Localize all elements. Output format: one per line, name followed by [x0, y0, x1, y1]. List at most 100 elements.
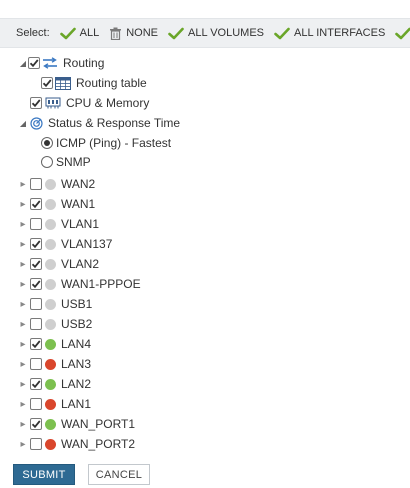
checkmark-icon — [31, 200, 41, 209]
interface-name: USB2 — [61, 317, 93, 331]
cpu-memory-label: CPU & Memory — [66, 96, 150, 110]
interface-row: ▸ VLAN137 — [0, 234, 410, 254]
collapsed-triangle-icon[interactable]: ▸ — [20, 418, 26, 430]
status-dot-icon — [45, 218, 56, 230]
interface-name: VLAN1 — [61, 217, 100, 231]
interface-checkbox[interactable] — [30, 238, 42, 250]
collapsed-triangle-icon[interactable]: ▸ — [20, 298, 26, 310]
checkmark-icon — [31, 420, 41, 429]
snmp-radio[interactable] — [41, 155, 53, 168]
status-dot-icon — [45, 338, 56, 350]
cpu-icon — [45, 97, 61, 109]
interface-name: VLAN2 — [61, 257, 100, 271]
cancel-button[interactable]: CANCEL — [88, 464, 150, 485]
collapsed-triangle-icon[interactable]: ▸ — [20, 238, 26, 250]
status-dot-icon — [45, 258, 56, 270]
collapsed-triangle-icon[interactable]: ▸ — [20, 398, 26, 410]
interface-row: ▸ USB2 — [0, 314, 410, 334]
interface-name: WAN_PORT2 — [61, 437, 136, 451]
checkmark-icon — [29, 59, 39, 68]
interface-checkbox[interactable] — [30, 418, 42, 430]
interface-checkbox[interactable] — [30, 358, 42, 370]
interface-row: ▸ LAN4 — [0, 334, 410, 354]
status-dot-icon — [45, 438, 56, 450]
interface-name: USB1 — [61, 297, 93, 311]
interface-checkbox[interactable] — [30, 318, 42, 330]
status-dot-icon — [45, 358, 56, 370]
interface-row: ▸ VLAN1 — [0, 214, 410, 234]
interface-name: LAN4 — [61, 337, 92, 351]
submit-button[interactable]: SUBMIT — [13, 464, 75, 485]
interface-name: LAN1 — [61, 397, 92, 411]
check-icon — [274, 27, 290, 39]
collapsed-triangle-icon[interactable]: ▸ — [20, 318, 26, 330]
checkmark-icon — [31, 340, 41, 349]
interface-list: ▸ WAN2 ▸ WAN1 ▸ VLAN1 ▸ VLAN137 ▸ VLAN2 ▸ WAN1-PPPO… — [0, 174, 410, 454]
select-none-label: NONE — [126, 27, 158, 39]
select-all-button[interactable]: ALL — [59, 27, 100, 40]
interface-name: WAN1-PPPOE — [61, 277, 141, 291]
select-all-volumes-button[interactable]: ALL VOLUMES — [168, 27, 264, 40]
interface-checkbox[interactable] — [30, 258, 42, 270]
expanded-triangle-icon[interactable]: ◢ — [19, 58, 27, 68]
collapsed-triangle-icon[interactable]: ▸ — [20, 198, 26, 210]
interface-checkbox[interactable] — [30, 218, 42, 230]
overflow-check-icon-item[interactable] — [395, 27, 410, 40]
status-dot-icon — [45, 178, 56, 190]
check-icon — [395, 27, 410, 39]
routing-checkbox[interactable] — [28, 57, 40, 69]
collapsed-triangle-icon[interactable]: ▸ — [20, 358, 26, 370]
interface-row: ▸ VLAN2 — [0, 254, 410, 274]
collapsed-triangle-icon[interactable]: ▸ — [20, 378, 26, 390]
select-all-interfaces-button[interactable]: ALL INTERFACES — [274, 27, 385, 40]
routing-table-label: Routing table — [76, 76, 147, 90]
tree-node-cpu-memory: CPU & Memory — [0, 93, 410, 113]
select-none-button[interactable]: NONE — [109, 27, 158, 40]
snmp-label: SNMP — [56, 154, 91, 169]
select-all-label: ALL — [79, 27, 100, 39]
icmp-label: ICMP (Ping) - Fastest — [56, 135, 172, 150]
checkmark-icon — [31, 260, 41, 269]
icmp-radio[interactable] — [41, 136, 53, 149]
checkmark-icon — [31, 280, 41, 289]
collapsed-triangle-icon[interactable]: ▸ — [20, 278, 26, 290]
expanded-triangle-icon[interactable]: ◢ — [19, 118, 27, 128]
interface-row: ▸ WAN2 — [0, 174, 410, 194]
polling-option-snmp[interactable]: SNMP — [0, 152, 410, 171]
collapsed-triangle-icon[interactable]: ▸ — [20, 178, 26, 190]
interface-row: ▸ WAN_PORT2 — [0, 434, 410, 454]
status-dot-icon — [45, 298, 56, 310]
cpu-memory-checkbox[interactable] — [30, 97, 42, 109]
interface-name: WAN2 — [61, 177, 96, 191]
status-dot-icon — [45, 198, 56, 210]
interface-checkbox[interactable] — [30, 438, 42, 450]
interface-row: ▸ LAN1 — [0, 394, 410, 414]
check-icon — [59, 27, 76, 39]
interface-checkbox[interactable] — [30, 378, 42, 390]
interface-name: LAN2 — [61, 377, 92, 391]
check-icon — [168, 27, 184, 39]
checkmark-icon — [31, 99, 41, 108]
interface-name: VLAN137 — [61, 237, 113, 251]
interface-checkbox[interactable] — [30, 338, 42, 350]
interface-checkbox[interactable] — [30, 278, 42, 290]
status-dot-icon — [45, 238, 56, 250]
table-icon — [55, 76, 71, 90]
collapsed-triangle-icon[interactable]: ▸ — [20, 438, 26, 450]
interface-row: ▸ WAN1-PPPOE — [0, 274, 410, 294]
interface-checkbox[interactable] — [30, 178, 42, 190]
select-all-volumes-label: ALL VOLUMES — [188, 27, 265, 39]
polling-option-icmp[interactable]: ICMP (Ping) - Fastest — [0, 133, 410, 152]
tree-node-status-response: ◢ Status & Response Time — [0, 113, 410, 133]
collapsed-triangle-icon[interactable]: ▸ — [20, 218, 26, 230]
interface-checkbox[interactable] — [30, 298, 42, 310]
routing-table-checkbox[interactable] — [41, 77, 53, 89]
status-dot-icon — [45, 378, 56, 390]
interface-name: LAN3 — [61, 357, 92, 371]
collapsed-triangle-icon[interactable]: ▸ — [20, 338, 26, 350]
interface-checkbox[interactable] — [30, 398, 42, 410]
interface-name: WAN1 — [61, 197, 96, 211]
select-toolbar: Select: ALL NONE ALL VOLUMES ALL INTERFA… — [0, 18, 410, 48]
interface-checkbox[interactable] — [30, 198, 42, 210]
collapsed-triangle-icon[interactable]: ▸ — [20, 258, 26, 270]
